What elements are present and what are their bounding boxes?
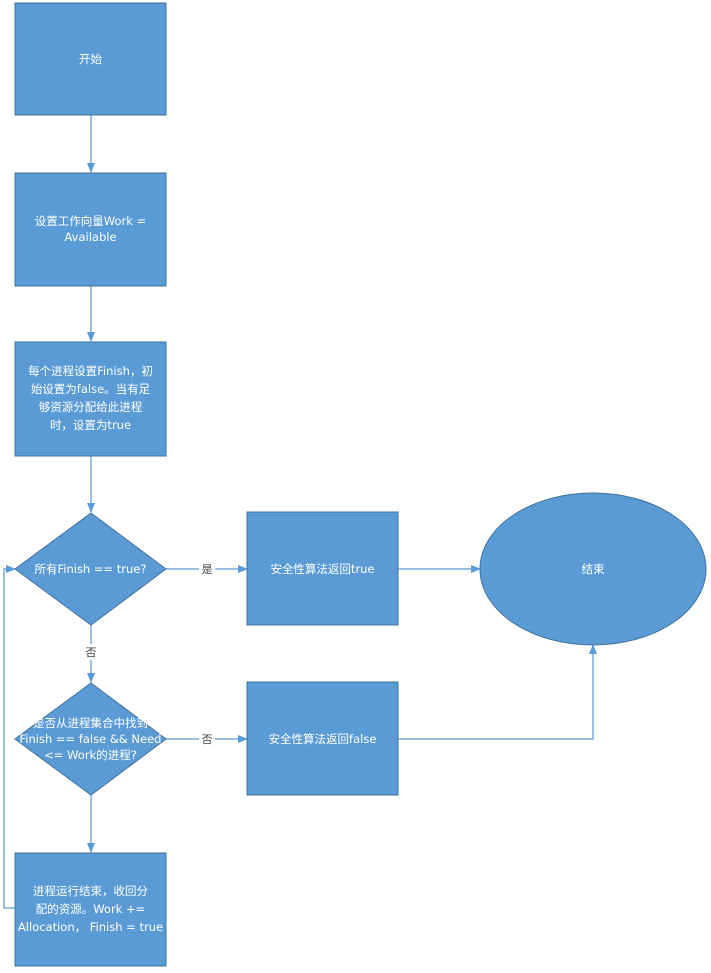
edge-label-no-right: 否	[202, 733, 213, 746]
node-return-false-label: 安全性算法返回false	[269, 732, 377, 746]
node-return-true: 安全性算法返回true	[246, 511, 399, 626]
node-label-line: 时，设置为true	[50, 418, 131, 432]
node-set-finish: 每个进程设置Finish，初始设置为false。当有足够资源分配给此进程时，设置…	[14, 341, 167, 457]
node-start-label: 开始	[79, 52, 102, 66]
node-label-line: 配的资源。Work +=	[36, 902, 146, 916]
node-return-true-label: 安全性算法返回true	[270, 562, 374, 576]
node-label-line: 安全性算法返回false	[269, 732, 377, 746]
edge-label-no-down: 否	[86, 646, 97, 659]
node-check-all-finished: 所有Finish == true?	[14, 512, 167, 626]
node-reclaim-resources: 进程运行结束，收回分配的资源。Work += Allocation， Finish…	[14, 852, 167, 967]
node-label-line: <= Work的进程?	[44, 748, 137, 762]
node-find-process: 是否从进程集合中找到 Finish == false && Need <= Work…	[14, 682, 167, 796]
node-set-finish-label: 每个进程设置Finish，初始设置为false。当有足够资源分配给此进程时，设置…	[28, 364, 153, 432]
node-return-false: 安全性算法返回false	[246, 681, 399, 796]
edge-labels: 是 否 否	[83, 561, 215, 747]
node-end-label: 结束	[582, 562, 605, 576]
nodes: 开始 设置工作向量Work = Available 每个进程设置Finish，初始…	[14, 2, 707, 967]
node-start: 开始	[14, 2, 167, 116]
node-find-process-label: 是否从进程集合中找到 Finish == false && Need <= Work…	[20, 716, 162, 762]
node-label-line: 每个进程设置Finish，初	[28, 364, 153, 378]
node-label-line: 设置工作向量Work =	[35, 214, 146, 228]
node-reclaim-resources-label: 进程运行结束，收回分配的资源。Work += Allocation， Finish…	[18, 884, 163, 934]
edge-label-yes: 是	[202, 563, 213, 576]
edge-return-false-to-end	[398, 644, 597, 740]
node-check-all-finished-label: 所有Finish == true?	[34, 562, 146, 576]
node-set-work: 设置工作向量Work = Available	[14, 172, 167, 287]
node-label-line: 所有Finish == true?	[34, 562, 146, 576]
node-set-work-label: 设置工作向量Work = Available	[35, 214, 146, 244]
edge-reclaim-loop-back	[3, 565, 16, 909]
node-label-line: 进程运行结束，收回分	[33, 884, 148, 898]
node-label-line: Available	[64, 230, 116, 244]
node-label-line: 始设置为false。当有足	[31, 382, 151, 396]
node-label-line: 结束	[582, 562, 605, 576]
node-label-line: 够资源分配给此进程	[39, 400, 143, 414]
node-label-line: 安全性算法返回true	[270, 562, 374, 576]
node-label-line: 是否从进程集合中找到	[33, 716, 148, 730]
node-label-line: Finish == false && Need	[20, 732, 162, 746]
node-end: 结束	[479, 492, 707, 646]
node-label-line: 开始	[79, 52, 102, 66]
node-label-line: Allocation， Finish = true	[18, 920, 163, 934]
